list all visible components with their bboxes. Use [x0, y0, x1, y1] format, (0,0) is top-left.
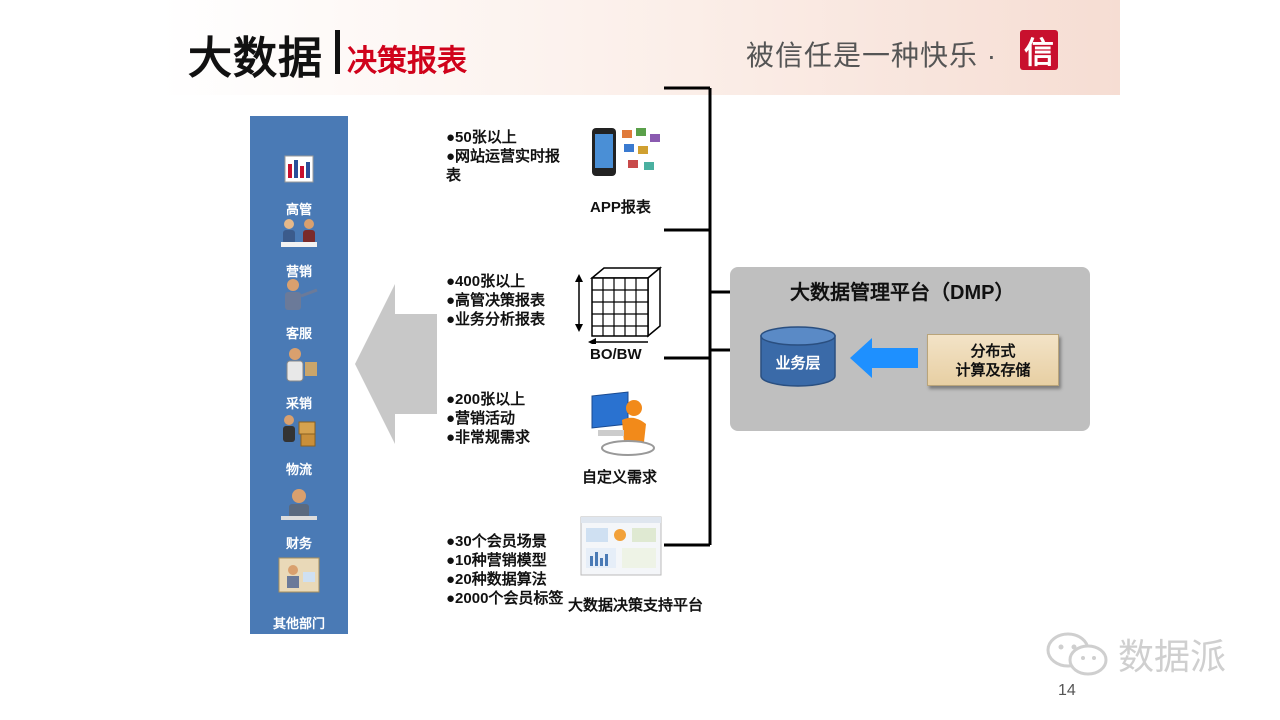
dept-other: 其他部门: [250, 552, 348, 632]
accountant-icon: [281, 489, 317, 520]
dept-label: 采销: [285, 396, 312, 411]
bullet-text: ●50张以上: [446, 129, 517, 146]
bullet-text: ●200张以上: [446, 391, 526, 408]
dept-customer-service: 客服: [250, 276, 348, 342]
custom-demand-label: 自定义需求: [582, 469, 658, 486]
bullet-text: ●高管决策报表: [446, 292, 546, 309]
app-report-bullets: ●50张以上 ●网站运营实时报表: [446, 128, 574, 185]
bullet-text: ●网站运营实时报表: [446, 148, 561, 184]
app-report-label: APP报表: [590, 199, 651, 216]
bo-bw-bullets: ●400张以上 ●高管决策报表 ●业务分析报表: [446, 272, 576, 329]
business-layer-label: 业务层: [775, 355, 821, 372]
dmp-title: 大数据管理平台（DMP）: [790, 282, 1015, 304]
page-number: 14: [1058, 682, 1076, 699]
bullet-text: ●400张以上: [446, 273, 526, 290]
distributed-storage-box: 分布式 计算及存储: [927, 334, 1059, 386]
buyer-icon: [286, 348, 317, 382]
title-divider: [335, 30, 340, 74]
department-panel: 高管 营销 客服 采销 物流 财: [250, 116, 348, 634]
bullet-text: ●10种营销模型: [446, 552, 547, 569]
page-subtitle: 决策报表: [347, 45, 467, 78]
dept-marketing: 营销: [250, 214, 348, 280]
watermark-text: 数据派: [1118, 636, 1227, 677]
header-band: [160, 0, 1120, 95]
bullet-text: ●业务分析报表: [446, 311, 546, 328]
database-icon: [760, 326, 836, 387]
dept-label: 财务: [285, 536, 312, 551]
storage-line: 计算及存储: [955, 362, 1031, 379]
platform-label: 大数据决策支持平台: [568, 597, 704, 614]
data-cube-icon: [575, 266, 663, 344]
dept-label: 其他部门: [272, 616, 325, 631]
dept-executive: 高管: [250, 152, 348, 218]
meeting-icon: [281, 219, 317, 247]
wechat-icon: [1046, 632, 1108, 676]
bullet-text: ●30个会员场景: [446, 533, 547, 550]
computer-user-icon: [591, 391, 655, 456]
arrow-left-icon: [850, 338, 918, 378]
phone-apps-icon: [592, 128, 660, 176]
bullet-text: ●非常规需求: [446, 429, 531, 446]
bullet-text: ●2000个会员标签: [446, 590, 564, 607]
presenter-icon: [285, 279, 318, 310]
delivery-icon: [283, 415, 316, 447]
bullet-text: ●20种数据算法: [446, 571, 547, 588]
dept-purchasing: 采销: [250, 346, 348, 412]
bullet-text: ●营销活动: [446, 410, 516, 427]
seal-logo: 信: [1020, 30, 1058, 70]
dept-label: 物流: [285, 462, 312, 477]
chart-icon: [284, 155, 314, 183]
dept-label: 客服: [285, 326, 312, 341]
page-title: 大数据: [188, 34, 323, 83]
platform-bullets: ●30个会员场景 ●10种营销模型 ●20种数据算法 ●2000个会员标签: [446, 532, 566, 608]
dept-label: 营销: [285, 264, 312, 279]
bo-bw-label: BO/BW: [590, 346, 642, 363]
dept-finance: 财务: [250, 486, 348, 552]
dashboard-screen-icon: [580, 516, 662, 576]
custom-demand-bullets: ●200张以上 ●营销活动 ●非常规需求: [446, 390, 576, 447]
slogan: 被信任是一种快乐 ·: [746, 40, 998, 71]
office-icon: [278, 557, 320, 593]
dept-label: 高管: [285, 202, 312, 217]
left-arrow-icon: [355, 284, 437, 444]
storage-line: 分布式: [970, 343, 1016, 360]
dept-logistics: 物流: [250, 412, 348, 478]
